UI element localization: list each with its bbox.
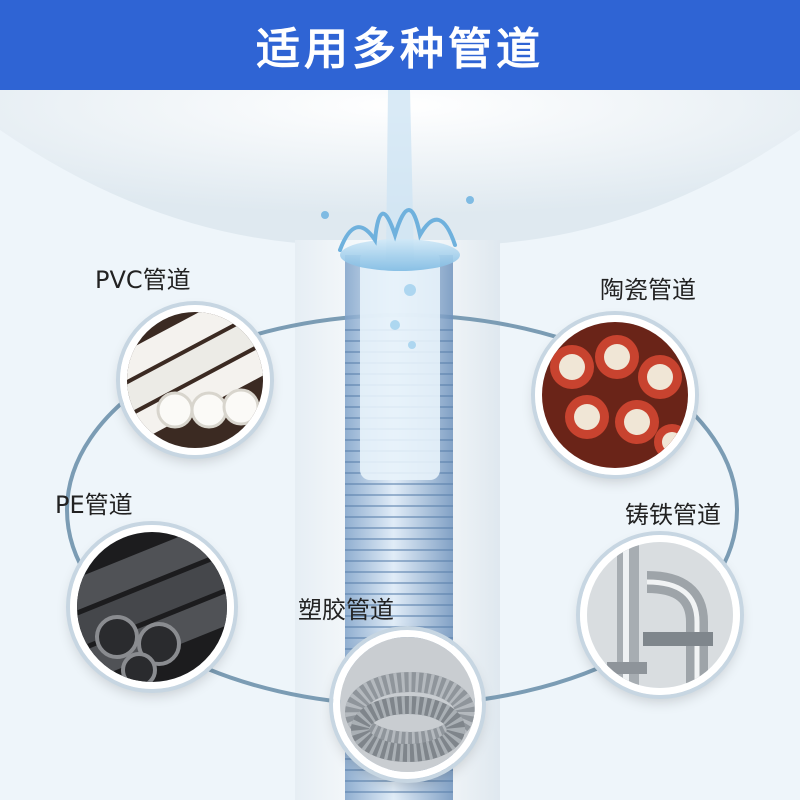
label-ceramic: 陶瓷管道 xyxy=(600,276,696,304)
label-pe: PE管道 xyxy=(55,491,133,519)
pe-pipe-photo xyxy=(70,525,234,689)
label-cast-iron: 铸铁管道 xyxy=(625,501,721,529)
label-pvc: PVC管道 xyxy=(95,266,191,294)
cast-iron-pipe-photo xyxy=(580,535,740,695)
pipe-scene: PVC管道 陶瓷管道 PE管道 xyxy=(0,90,800,800)
page-title: 适用多种管道 xyxy=(256,24,544,75)
ceramic-pipe-photo xyxy=(535,315,695,475)
plastic-hose-photo xyxy=(333,630,482,779)
header-banner: 适用多种管道 xyxy=(0,0,800,90)
pvc-pipe-photo xyxy=(120,305,270,455)
label-plastic: 塑胶管道 xyxy=(298,596,394,624)
